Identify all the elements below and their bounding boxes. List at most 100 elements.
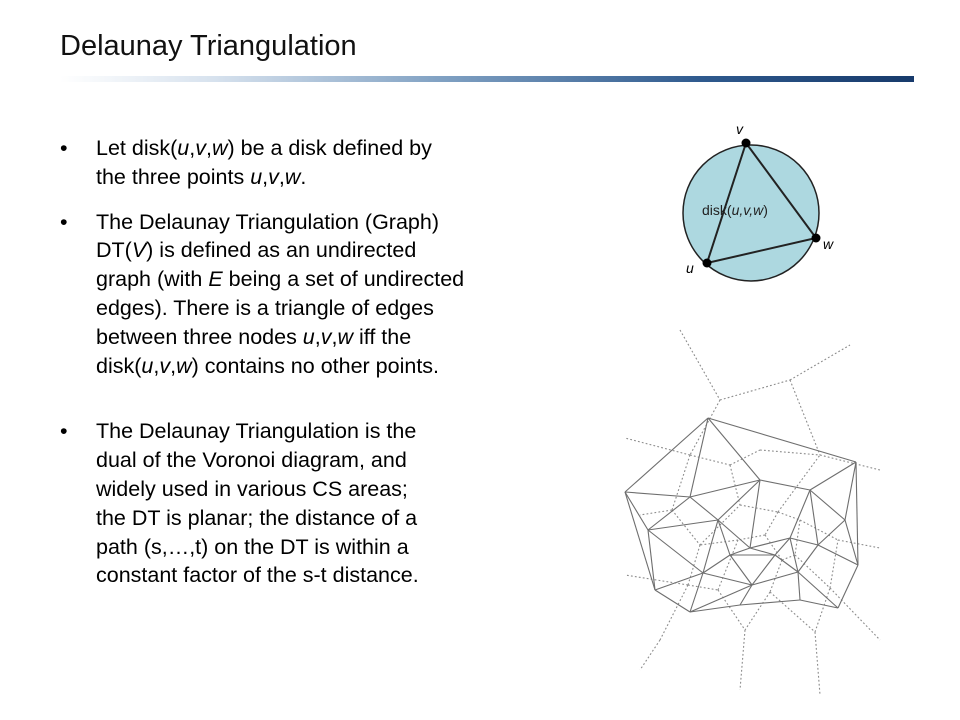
voronoi-edge [624,574,689,586]
delaunay-edge [739,599,801,606]
delaunay-edge [707,417,857,463]
label-w: w [823,236,834,252]
bullet-line: disk(u,v,w) contains no other points. [96,352,580,381]
text-run: the DT is planar; the distance of a [96,505,418,530]
voronoi-edge [759,449,821,456]
bullet-line: between three nodes u,v,w iff the [96,323,580,352]
bullet-text: The Delaunay Triangulation is the dual of… [96,417,580,590]
bullet-line: graph (with E being a set of undirected [96,265,580,294]
voronoi-edge [729,464,741,506]
text-run: edges). There is a triangle of edges [96,295,434,320]
voronoi-edge [794,554,831,589]
text-run: widely used in various CS areas; [96,476,408,501]
text-run: constant factor of the s-t distance. [96,563,419,588]
voronoi-edge [769,591,816,633]
text-run: iff the [353,324,412,349]
delaunay-edge [774,537,791,556]
voronoi-edge [687,584,719,591]
delaunay-edge [707,417,761,481]
text-run: ) be a disk defined by [227,136,432,160]
text-run: path (s,…,t) on the DT is within a [96,534,409,559]
delaunay-edge [647,496,691,531]
delaunay-edge [717,479,761,521]
delaunay-edge [774,554,799,573]
delaunay-edge [729,547,751,556]
voronoi-edge [687,544,701,586]
italic-term: w [176,353,192,378]
voronoi-edge [689,399,721,456]
bullet-line: edges). There is a triangle of edges [96,294,580,323]
italic-term: u [177,136,190,160]
delaunay-edge [647,519,719,531]
voronoi-edge [837,539,881,549]
italic-term: w [337,324,354,349]
delaunay-edge [799,599,839,609]
voronoi-edge [777,511,801,521]
bullet-item-dt-definition: • The Delaunay Triangulation (Graph)DT(V… [60,208,580,381]
voronoi-edge [679,329,721,401]
text-run: Let disk( [96,136,178,160]
label-disk-uvw: disk(u,v,w) [702,202,768,218]
delaunay-edge [809,461,857,491]
delaunay-edge [817,544,859,566]
bullet-marker: • [60,136,68,160]
delaunay-edge [855,461,859,566]
text-run: being a set of undirected [222,267,465,292]
italic-term: v [195,136,206,160]
delaunay-edge [837,564,859,609]
bullet-text: The Delaunay Triangulation (Graph)DT(V) … [96,208,580,381]
italic-term: w [211,136,228,160]
voronoi-edge [717,539,739,591]
delaunay-edge [809,489,819,546]
bullet-line: the three points u,v,w. [96,163,580,192]
italic-term: v [268,164,279,189]
delaunay-edge [759,479,811,491]
voronoi-edge [671,509,701,546]
bullet-line: path (s,…,t) on the DT is within a [96,533,580,562]
voronoi-edge [789,344,851,381]
delaunay-edges [624,417,859,613]
point-u [702,258,712,268]
voronoi-edge [737,534,766,541]
bullet-line: The Delaunay Triangulation (Graph) [96,208,580,237]
voronoi-edge [719,379,791,401]
delaunay-edge [789,489,811,539]
delaunay-edge [624,491,656,591]
text-run: ) contains no other points. [191,353,440,378]
delaunay-edge [797,571,839,609]
italic-term: v [320,324,332,349]
delaunay-edge [689,572,704,613]
delaunay-edge [789,537,799,573]
delaunay-edge [689,417,709,498]
text-run: , [153,353,160,378]
text-run: . [300,164,307,189]
text-run: dual of the Voronoi diagram, and [96,448,407,473]
text-run: , [331,324,338,349]
voronoi-edge [729,449,761,466]
text-run: The Delaunay Triangulation is the [96,419,417,444]
voronoi-edge [689,454,731,466]
label-u: u [686,260,694,276]
italic-term: u [302,324,315,349]
delaunay-edge [624,417,709,493]
voronoi-edge [799,519,839,541]
voronoi-edge [781,554,796,561]
voronoi-edges [624,329,881,696]
delaunay-edge [717,519,751,549]
delaunay-edge [844,519,859,566]
delaunay-edge [624,491,691,498]
text-run: , [314,324,321,349]
delaunay-edge [809,489,846,521]
delaunay-edge [844,461,857,521]
voronoi-edge [764,511,779,536]
delaunay-edge [689,479,761,498]
delaunay-edge [647,529,656,591]
slide-title: Delaunay Triangulation [60,30,357,62]
voronoi-edge [639,639,661,671]
voronoi-edge [764,534,783,561]
voronoi-edge [624,437,691,456]
voronoi-edge [829,539,839,589]
delaunay-edge [749,547,776,556]
